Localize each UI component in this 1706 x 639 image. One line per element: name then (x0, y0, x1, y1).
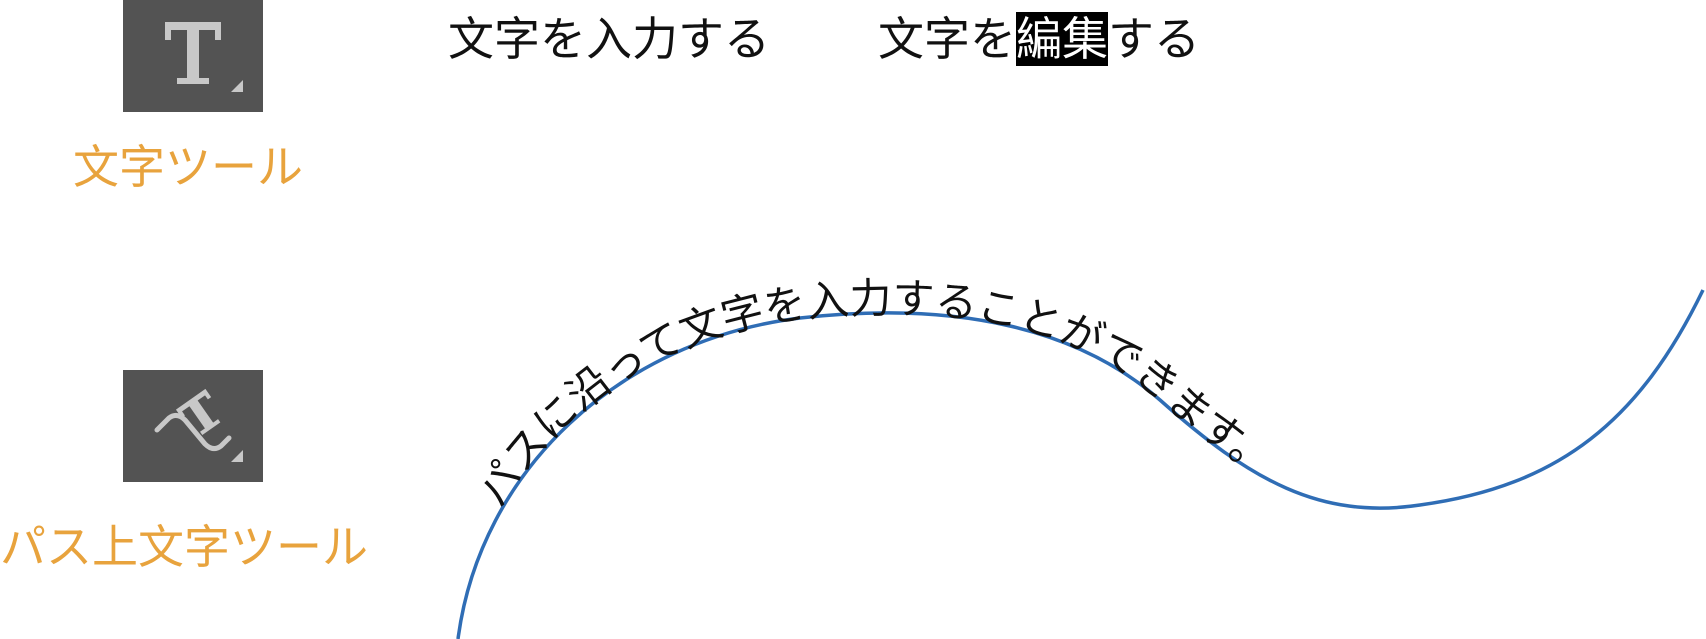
edit-text-highlighted: 編集 (1016, 12, 1108, 66)
type-tool-label: 文字ツール (73, 140, 303, 194)
sample-text-edit: 文字を編集する (878, 12, 1200, 66)
path-text: パスに沿って文字を入力することができます。 (468, 274, 1283, 515)
type-on-path-tool-icon[interactable] (123, 370, 263, 482)
edit-text-after: する (1108, 12, 1200, 66)
type-tool-icon[interactable] (123, 0, 263, 112)
edit-text-before: 文字を (878, 12, 1016, 66)
sample-text-input: 文字を入力する (448, 12, 770, 66)
path-text-content: パスに沿って文字を入力することができます。 (468, 274, 1283, 515)
type-on-path-tool-label: パス上文字ツール (0, 520, 368, 574)
